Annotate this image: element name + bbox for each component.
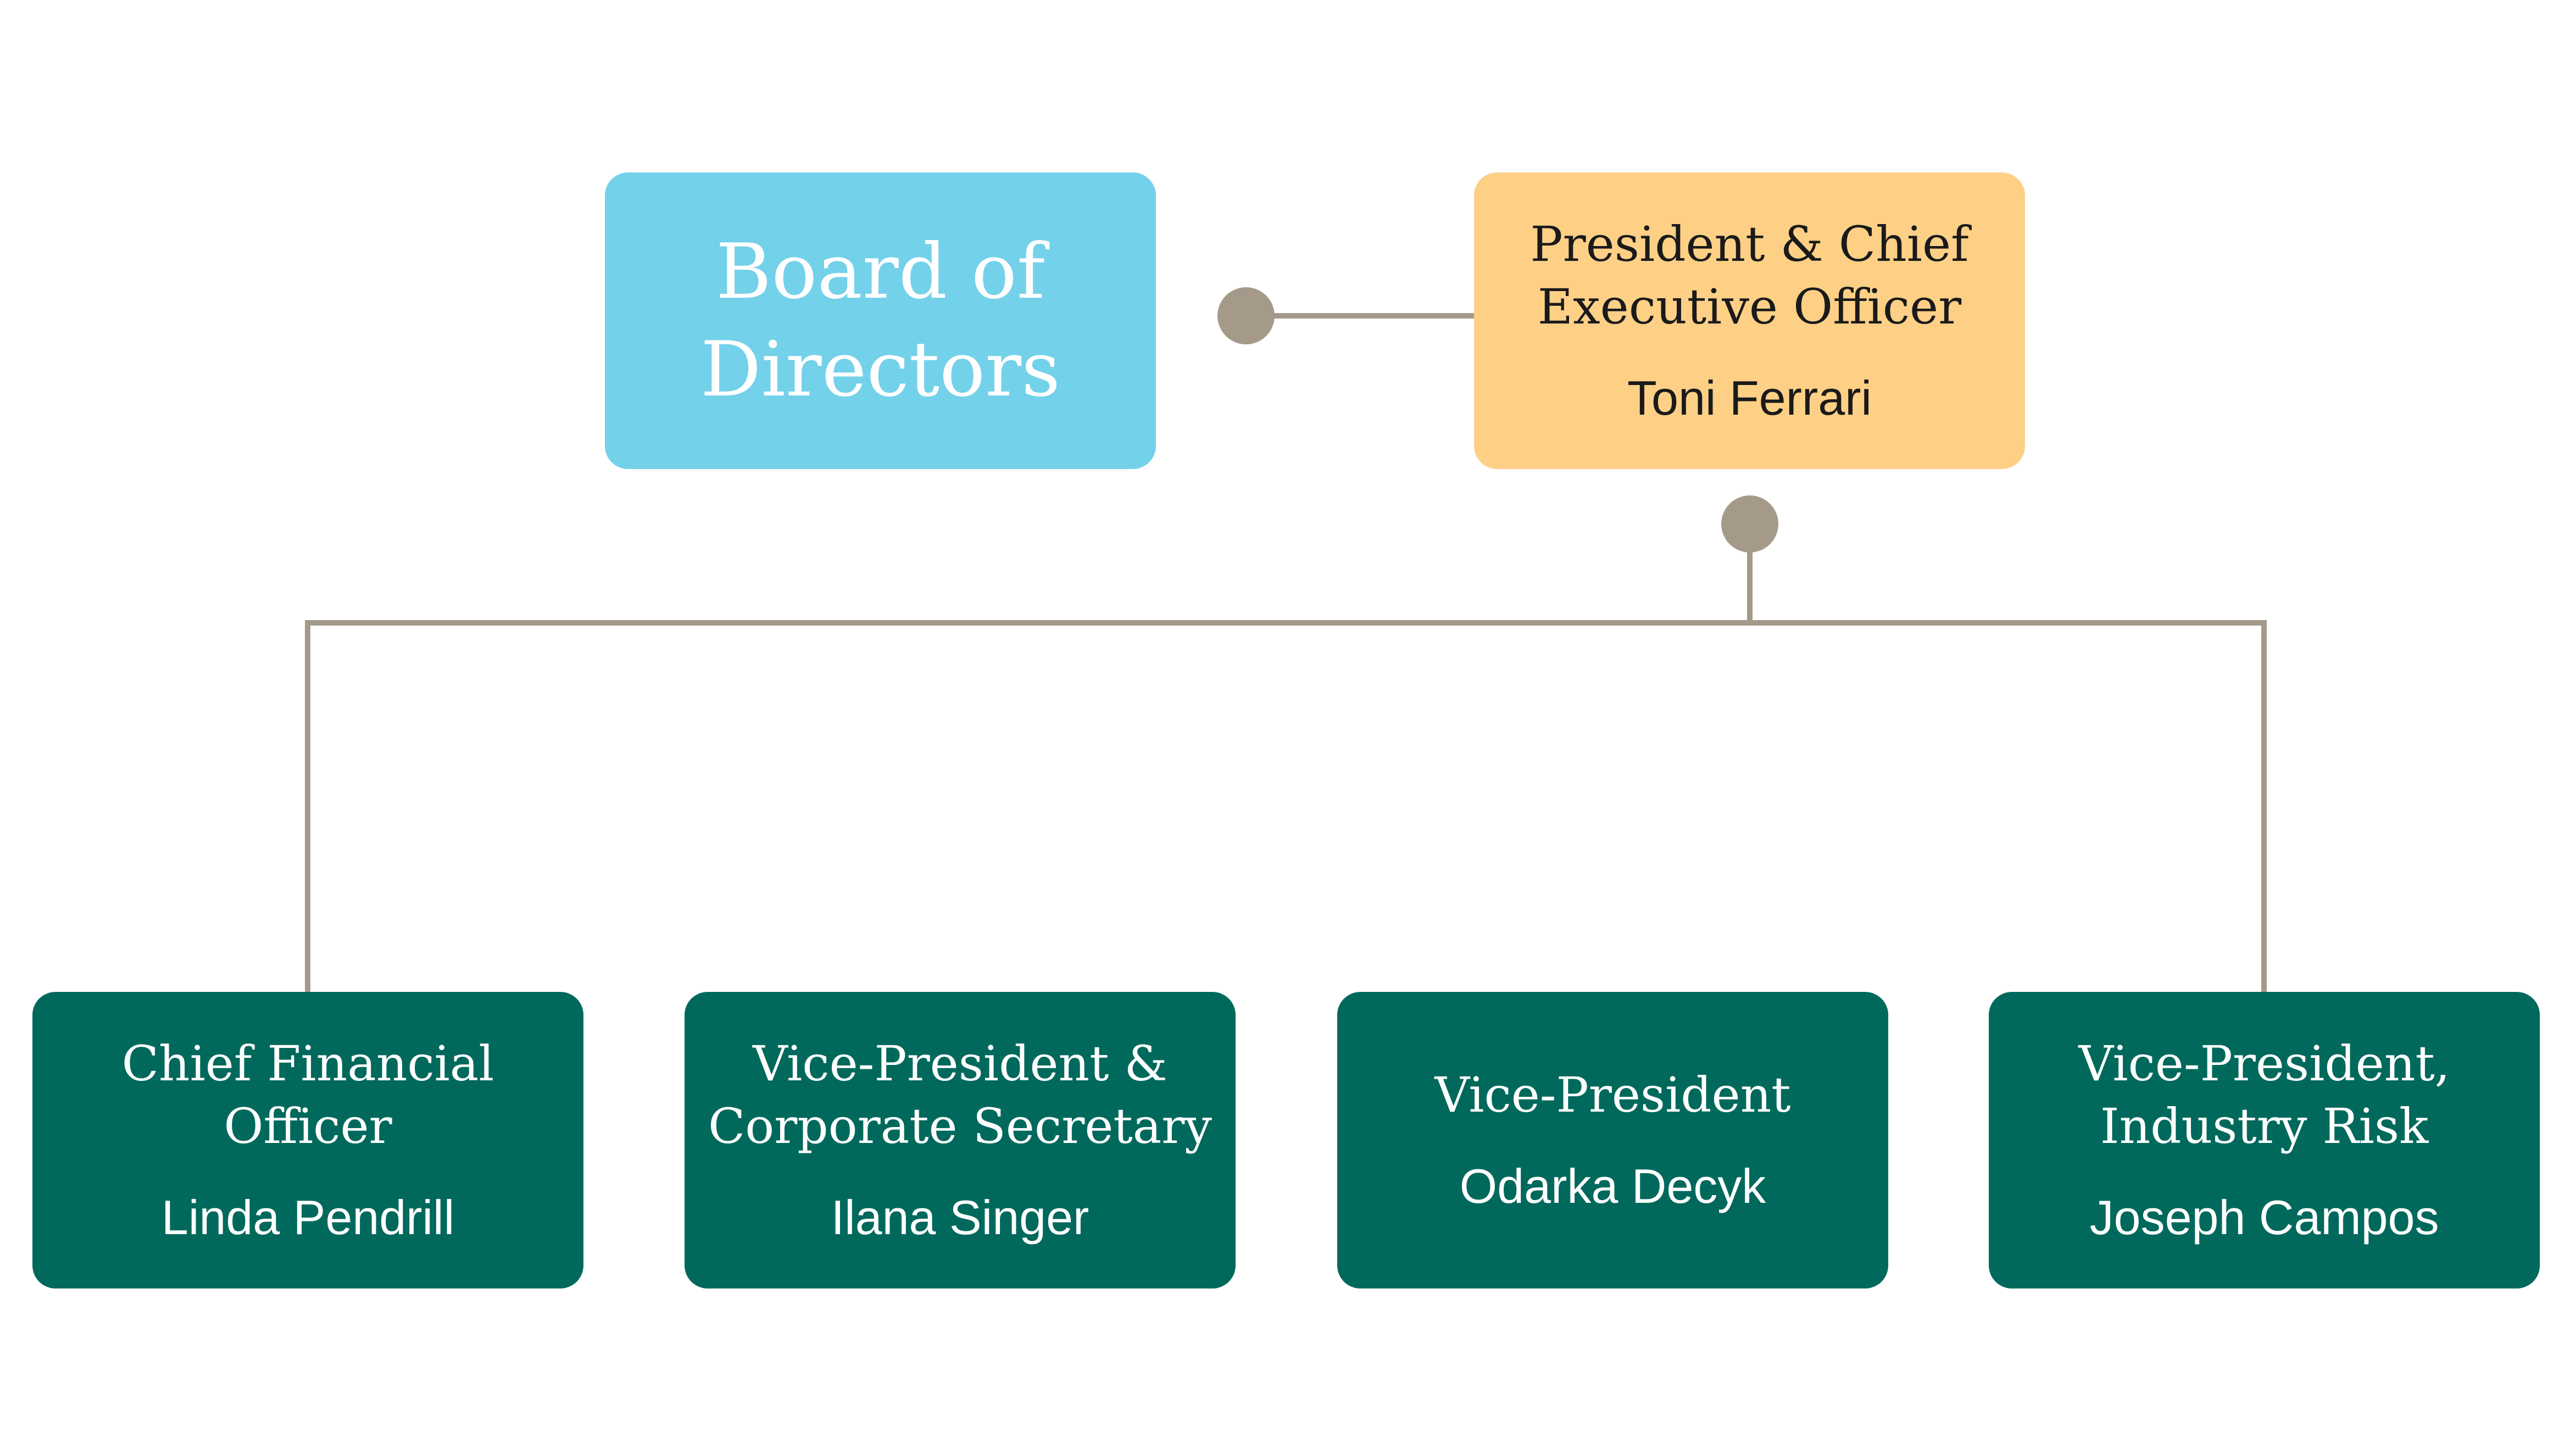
report-name: Ilana Singer: [831, 1190, 1089, 1245]
report-name: Linda Pendrill: [161, 1190, 455, 1245]
board-of-directors-box: Board of Directors: [605, 172, 1156, 469]
board-title: Board of Directors: [700, 227, 1061, 414]
ceo-role: President & Chief Executive Officer: [1530, 216, 1969, 335]
report-box-corporate-secretary: Vice-President & Corporate Secretary Ila…: [685, 992, 1236, 1288]
reports-bus-connector: [305, 620, 2267, 992]
report-role: Vice-President: [1434, 1067, 1791, 1123]
ceo-connector-dot: [1721, 495, 1778, 553]
report-role: Vice-President, Industry Risk: [2078, 1035, 2450, 1154]
report-box-industry-risk: Vice-President, Industry Risk Joseph Cam…: [1989, 992, 2540, 1288]
report-box-vice-president: Vice-President Odarka Decyk: [1337, 992, 1888, 1288]
board-connector-dot: [1217, 287, 1275, 344]
report-role: Vice-President & Corporate Secretary: [708, 1035, 1213, 1154]
ceo-box: President & Chief Executive Officer Toni…: [1474, 172, 2025, 469]
ceo-name: Toni Ferrari: [1627, 371, 1872, 425]
report-name: Odarka Decyk: [1459, 1159, 1766, 1213]
report-box-cfo: Chief Financial Officer Linda Pendrill: [32, 992, 583, 1288]
report-name: Joseph Campos: [2089, 1190, 2439, 1245]
report-role: Chief Financial Officer: [121, 1035, 494, 1154]
